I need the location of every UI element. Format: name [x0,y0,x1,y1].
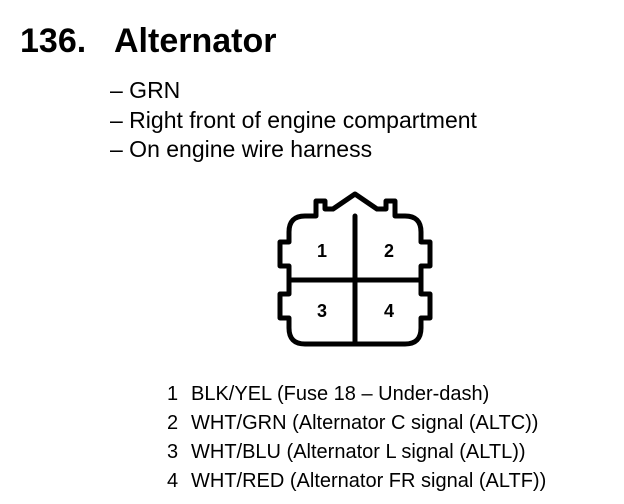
pin-description: WHT/BLU (Alternator L signal (ALTL)) [191,441,526,463]
detail-harness: – On engine wire harness [110,136,373,162]
component-number: 136. [20,22,87,60]
pin-item: 2 WHT/GRN (Alternator C signal (ALTC)) [167,409,546,438]
page-title: 136. Alternator [20,22,276,61]
detail-location: – Right front of engine compartment [110,106,477,133]
pin-list: 1 BLK/YEL (Fuse 18 – Under-dash) 2 WHT/GRN… [167,380,546,496]
pin-number: 3 [167,441,179,463]
pin-description: WHT/GRN (Alternator C signal (ALTC)) [191,412,539,434]
connector-cell-3: 3 [317,301,327,321]
pin-number: 1 [167,383,179,405]
detail-color: – GRN [110,77,181,103]
pin-item: 3 WHT/BLU (Alternator L signal (ALTL)) [167,438,546,467]
connector-diagram: 1 2 3 4 [277,191,433,347]
pin-item: 4 WHT/RED (Alternator FR signal (ALTF)) [167,467,546,496]
connector-cell-2: 2 [384,241,394,261]
pin-number: 2 [167,412,179,434]
pin-description: BLK/YEL (Fuse 18 – Under-dash) [191,383,490,405]
pin-item: 1 BLK/YEL (Fuse 18 – Under-dash) [167,380,546,409]
pin-number: 4 [167,470,179,492]
connector-outline [277,191,433,347]
pin-description: WHT/RED (Alternator FR signal (ALTF)) [191,470,547,492]
component-details: – GRN – Right front of engine compartmen… [110,76,477,165]
connector-cell-4: 4 [384,301,394,321]
component-name: Alternator [114,22,277,60]
connector-cell-1: 1 [317,241,327,261]
